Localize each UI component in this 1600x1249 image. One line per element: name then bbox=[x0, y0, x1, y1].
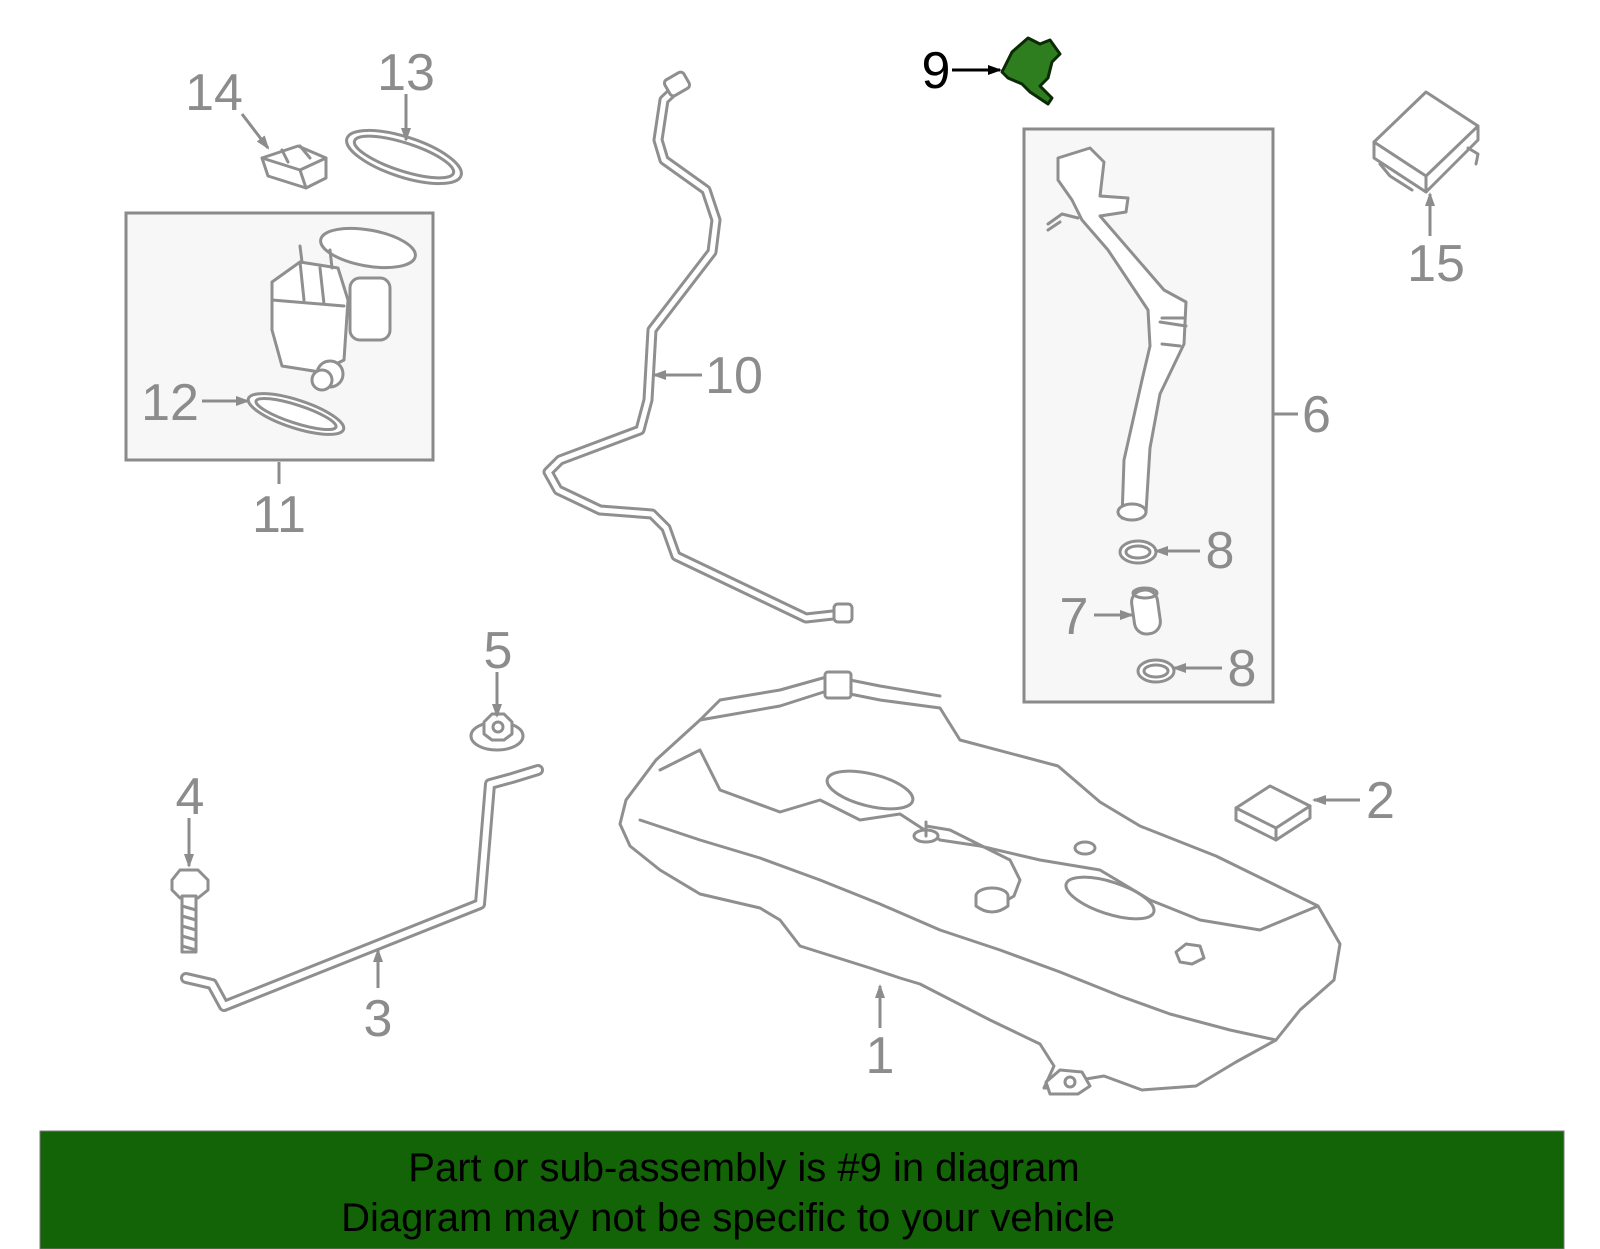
part-10-vent-line[interactable] bbox=[542, 70, 854, 624]
arrow-14 bbox=[240, 113, 270, 150]
callout-numbers: 1 2 3 4 5 6 7 8 8 9 10 11 12 13 14 15 bbox=[141, 42, 1465, 1085]
banner-line-2: Diagram may not be specific to your vehi… bbox=[341, 1196, 1115, 1240]
callout-15: 15 bbox=[1407, 235, 1465, 293]
info-banner: Part or sub-assembly is #9 in diagram Di… bbox=[39, 1130, 1565, 1249]
part-6-filler-pipe[interactable] bbox=[1046, 146, 1188, 522]
callout-11: 11 bbox=[252, 486, 306, 544]
callout-14: 14 bbox=[185, 64, 243, 122]
part-7-hose[interactable] bbox=[1130, 586, 1162, 636]
banner-background bbox=[39, 1130, 1565, 1249]
callout-12: 12 bbox=[141, 374, 199, 432]
callout-10: 10 bbox=[705, 347, 763, 405]
part-2-pad[interactable] bbox=[1234, 784, 1312, 842]
callout-arrows bbox=[184, 65, 1435, 1028]
callout-8-upper: 8 bbox=[1206, 522, 1235, 580]
callout-13: 13 bbox=[377, 44, 435, 102]
part-9-highlighted[interactable] bbox=[1000, 36, 1062, 106]
part-1-fuel-tank[interactable] bbox=[618, 670, 1342, 1096]
callout-5: 5 bbox=[484, 622, 513, 680]
callout-1: 1 bbox=[866, 1027, 895, 1085]
part-11-fuel-pump[interactable] bbox=[270, 222, 418, 392]
part-14-clip[interactable] bbox=[260, 144, 328, 190]
part-8-clamp-upper[interactable] bbox=[1118, 539, 1158, 565]
part-13-gasket[interactable] bbox=[341, 119, 467, 194]
callout-3: 3 bbox=[364, 990, 393, 1048]
part-3-strap[interactable] bbox=[180, 764, 544, 1012]
part-4-bolt[interactable] bbox=[170, 868, 210, 954]
part-5-nut[interactable] bbox=[469, 712, 525, 752]
part-15-module[interactable] bbox=[1372, 90, 1480, 194]
callout-7: 7 bbox=[1060, 588, 1089, 646]
callout-9: 9 bbox=[922, 42, 951, 100]
callout-4: 4 bbox=[176, 768, 205, 826]
callout-2: 2 bbox=[1366, 772, 1395, 830]
part-8-clamp-lower[interactable] bbox=[1136, 658, 1176, 684]
banner-line-1: Part or sub-assembly is #9 in diagram bbox=[408, 1146, 1079, 1190]
callout-8-lower: 8 bbox=[1228, 640, 1257, 698]
callout-6: 6 bbox=[1302, 386, 1331, 444]
